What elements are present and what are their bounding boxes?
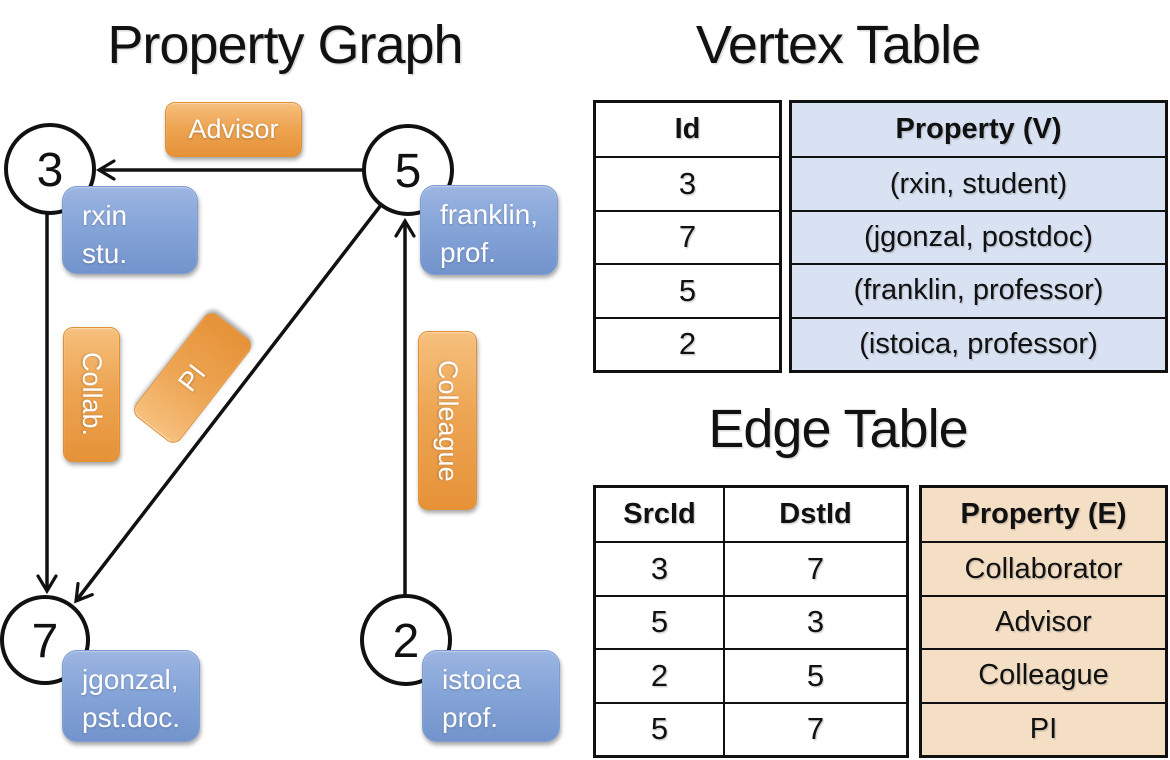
vertex-table-id-cell: 3 (596, 156, 779, 209)
vertex-label-line: prof. (442, 701, 499, 733)
vertex-label-3: rxin stu. (62, 186, 198, 274)
edge-table-title: Edge Table (708, 399, 968, 459)
edge-table-property-cell: Colleague (922, 648, 1165, 701)
edge-table-src-cell: 3 (596, 541, 723, 594)
vertex-label-line: pst.doc. (82, 701, 181, 733)
edge-table-property-cell: Collaborator (922, 541, 1165, 594)
edge-table-header-dstid: DstId (723, 488, 906, 542)
edge-label-colleague: Colleague (418, 331, 477, 510)
vertex-table-property-cell: (jgonzal, postdoc) (792, 209, 1165, 263)
edge-pi-5-to-7 (74, 203, 383, 604)
edge-table-id-columns: SrcId DstId 3 7 5 3 2 5 5 7 (593, 485, 909, 758)
edge-table-src-cell: 5 (596, 594, 723, 648)
edge-table-dst-cell: 7 (723, 541, 906, 595)
vertex-label-line: rxin (82, 200, 128, 231)
edge-table-src-cell: 5 (596, 701, 723, 755)
vertex-table-id-cell: 7 (596, 209, 779, 263)
vertex-table-header-property: Property (V) (895, 113, 1062, 146)
vertex-id-7: 7 (32, 615, 59, 668)
vertex-label-line: franklin, (440, 199, 539, 230)
vertex-label-line: istoica (442, 664, 522, 695)
vertex-id-5: 5 (395, 145, 422, 198)
vertex-table-id-cell: 2 (596, 316, 779, 370)
edge-label-advisor: Advisor (165, 102, 302, 157)
vertex-table-header-id: Id (674, 113, 701, 146)
edge-table-dst-cell: 7 (723, 701, 906, 755)
vertex-id-2: 2 (393, 615, 420, 668)
vertex-label-line: jgonzal, (82, 664, 179, 695)
vertex-table-property-cell: (istoica, professor) (792, 316, 1165, 370)
edge-table-dst-cell: 5 (723, 648, 906, 702)
vertex-label-2: istoica prof. (422, 650, 560, 742)
edge-table-property-column: Property (E) Collaborator Advisor Collea… (919, 485, 1168, 758)
vertex-label-5: franklin, prof. (420, 185, 558, 275)
vertex-label-line: prof. (440, 236, 497, 268)
vertex-table-id-cell: 5 (596, 263, 779, 316)
edge-table-src-cell: 2 (596, 648, 723, 701)
edge-label-collab: Collab. (63, 327, 120, 462)
edge-table-header-property: Property (E) (960, 498, 1127, 531)
vertex-table-property-cell: (rxin, student) (792, 156, 1165, 209)
vertex-table-title: Vertex Table (695, 15, 981, 75)
vertex-table-property-column: Property (V) (rxin, student) (jgonzal, p… (789, 100, 1168, 373)
edge-table-property-cell: Advisor (922, 594, 1165, 648)
edge-table-header-srcid: SrcId (623, 498, 696, 531)
edge-table-dst-cell: 3 (723, 594, 906, 649)
vertex-id-3: 3 (37, 144, 64, 197)
vertex-label-7: jgonzal, pst.doc. (62, 650, 200, 742)
vertex-label-line: stu. (82, 237, 128, 269)
vertex-table-id-column: Id 3 7 5 2 (593, 100, 782, 373)
vertex-table-property-cell: (franklin, professor) (792, 263, 1165, 316)
edge-table-property-cell: PI (922, 701, 1165, 755)
property-graph-title: Property Graph (107, 15, 463, 75)
